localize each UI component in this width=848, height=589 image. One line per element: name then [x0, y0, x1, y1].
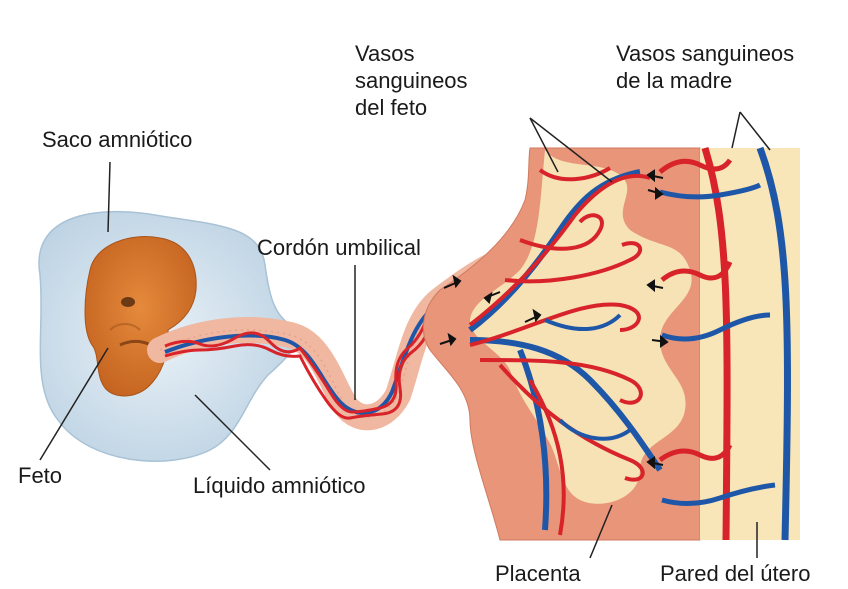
label-feto: Feto: [18, 462, 62, 489]
label-pared-utero: Pared del útero: [660, 560, 810, 587]
label-vasos-madre: Vasos sanguineos de la madre: [616, 40, 794, 94]
label-cordon-umbilical: Cordón umbilical: [257, 234, 421, 261]
label-saco-amniotico: Saco amniótico: [42, 126, 192, 153]
label-liquido-amniotico: Líquido amniótico: [193, 472, 365, 499]
label-vasos-madre-line-2: de la madre: [616, 67, 794, 94]
label-vasos-feto-line-1: Vasos: [355, 40, 468, 67]
label-placenta: Placenta: [495, 560, 581, 587]
label-vasos-madre-line-1: Vasos sanguineos: [616, 40, 794, 67]
label-vasos-feto-line-3: del feto: [355, 94, 468, 121]
label-vasos-feto-line-2: sanguineos: [355, 67, 468, 94]
label-vasos-feto: Vasos sanguineos del feto: [355, 40, 468, 121]
